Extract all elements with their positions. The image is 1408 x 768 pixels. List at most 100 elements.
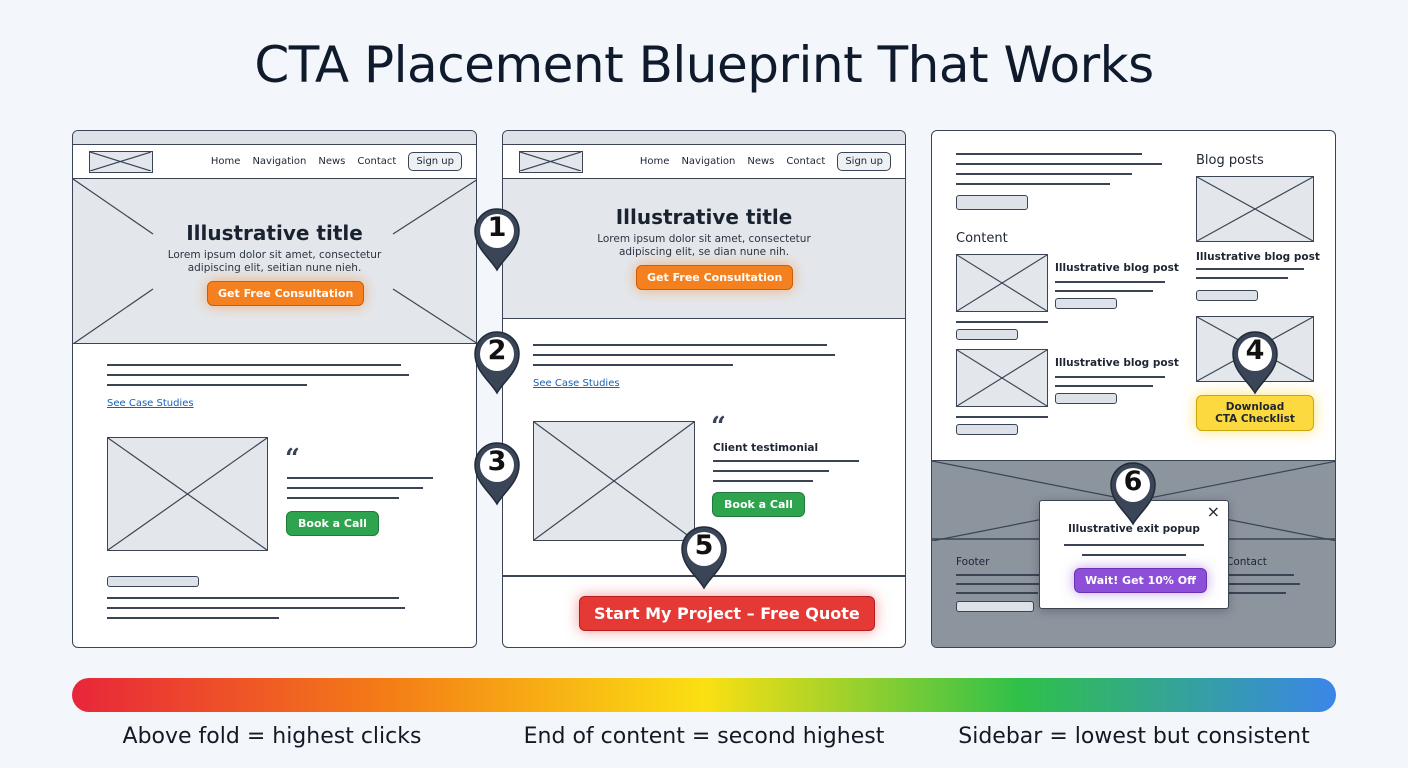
text-pill (956, 601, 1034, 612)
caption-sidebar: Sidebar = lowest but consistent (958, 724, 1310, 749)
text-line (956, 153, 1142, 155)
blog-image-placeholder (956, 349, 1048, 407)
text-line (287, 497, 399, 499)
text-pill (107, 576, 199, 587)
click-rate-gradient-bar (72, 678, 1336, 712)
marker-pin-1: 1 (472, 206, 522, 272)
text-line (713, 460, 859, 462)
map-pin-icon (474, 208, 520, 272)
nav-contact[interactable]: Contact (357, 156, 397, 167)
blog-posts-heading: Blog posts (1196, 153, 1264, 168)
hero-section: Illustrative title Lorem ipsum dolor sit… (73, 179, 476, 344)
hero-text-1: Lorem ipsum dolor sit amet, consectetur (597, 233, 811, 245)
blog-post-title[interactable]: Illustrative blog post (1055, 357, 1179, 369)
text-line (107, 364, 401, 366)
text-line (956, 416, 1048, 418)
text-line (1055, 385, 1153, 387)
text-line (956, 321, 1048, 323)
map-pin-icon (1232, 331, 1278, 395)
popup-close-icon[interactable]: × (1206, 502, 1220, 521)
nav-navigation[interactable]: Navigation (681, 156, 736, 167)
text-line (107, 374, 409, 376)
text-line (956, 163, 1162, 165)
hero-text-1: Lorem ipsum dolor sit amet, consectetur (167, 249, 382, 261)
text-line (956, 583, 1052, 585)
text-line (107, 617, 279, 619)
text-line (1055, 281, 1165, 283)
text-line (287, 477, 433, 479)
footer-label: Footer (956, 556, 990, 568)
nav-contact[interactable]: Contact (786, 156, 826, 167)
map-pin-icon (474, 442, 520, 506)
popup-discount-button[interactable]: Wait! Get 10% Off (1074, 568, 1208, 593)
hero-text-2: adipiscing elit, se dian nune nih. (618, 246, 790, 258)
blog-image-placeholder (956, 254, 1048, 312)
nav-home[interactable]: Home (639, 156, 670, 167)
see-case-studies-link[interactable]: See Case Studies (107, 398, 194, 409)
browser-bar (73, 131, 476, 145)
text-line (956, 574, 1042, 576)
get-free-consultation-button[interactable]: Get Free Consultation (207, 281, 365, 306)
text-pill (956, 329, 1018, 340)
content-heading: Content (956, 231, 1008, 246)
sidebar-image-placeholder (1196, 176, 1314, 242)
caption-above-fold: Above fold = highest clicks (122, 724, 422, 749)
marker-pin-3: 3 (472, 440, 522, 506)
footer-contact-label: Contact (1226, 556, 1267, 568)
hero-text-2: adipiscing elit, seitian nune nieh. (187, 262, 362, 274)
logo-placeholder (89, 151, 153, 173)
get-free-consultation-button[interactable]: Get Free Consultation (636, 265, 794, 290)
page-title: CTA Placement Blueprint That Works (254, 36, 1154, 94)
wireframe-panel-above-fold: Home Navigation News Contact Sign up Ill… (72, 130, 477, 648)
hero-title: Illustrative title (186, 221, 363, 245)
start-project-button[interactable]: Start My Project – Free Quote (579, 596, 875, 631)
text-line (1226, 583, 1300, 585)
image-placeholder (107, 437, 268, 551)
nav-navigation[interactable]: Navigation (252, 156, 307, 167)
text-line (1226, 592, 1286, 594)
text-line (1082, 554, 1186, 556)
hero-section: Illustrative title Lorem ipsum dolor sit… (503, 179, 905, 319)
text-line (1055, 290, 1153, 292)
text-pill (956, 424, 1018, 435)
nav-news[interactable]: News (318, 156, 346, 167)
text-line (713, 470, 829, 472)
nav-news[interactable]: News (747, 156, 775, 167)
text-line (107, 607, 405, 609)
text-line (1226, 574, 1294, 576)
text-line (1055, 376, 1165, 378)
text-line (533, 364, 733, 366)
text-line (956, 173, 1132, 175)
text-line (107, 597, 399, 599)
marker-pin-5: 5 (679, 524, 729, 590)
logo-cross-icon (519, 151, 582, 172)
nav-bar: Home Navigation News Contact Sign up (503, 145, 905, 179)
map-pin-icon (681, 526, 727, 590)
signup-button[interactable]: Sign up (408, 152, 462, 171)
marker-pin-6: 6 (1108, 460, 1158, 526)
text-pill (1055, 298, 1117, 309)
blog-post-title[interactable]: Illustrative blog post (1055, 262, 1179, 274)
browser-bar (503, 131, 905, 145)
text-line (713, 480, 813, 482)
sidebar-blog-post-title[interactable]: Illustrative blog post (1196, 251, 1320, 263)
hero-title: Illustrative title (615, 205, 793, 229)
hero-cross-lines (73, 179, 476, 344)
nav-bar: Home Navigation News Contact Sign up (73, 145, 476, 179)
testimonial-label: Client testimonial (713, 442, 819, 454)
logo-placeholder (519, 151, 583, 173)
text-line (533, 354, 835, 356)
text-line (107, 384, 307, 386)
wireframe-panel-sidebar: Content Illustrative blog post Illustrat… (931, 130, 1336, 648)
book-a-call-button[interactable]: Book a Call (712, 492, 805, 517)
book-a-call-button[interactable]: Book a Call (286, 511, 379, 536)
popup-title: Illustrative exit popup (1068, 523, 1200, 535)
text-line (1064, 544, 1204, 546)
caption-end-of-content: End of content = second highest (523, 724, 885, 749)
nav-home[interactable]: Home (210, 156, 241, 167)
see-case-studies-link[interactable]: See Case Studies (533, 378, 620, 389)
download-checklist-button[interactable]: Download CTA Checklist (1196, 395, 1314, 431)
marker-pin-2: 2 (472, 329, 522, 395)
signup-button[interactable]: Sign up (837, 152, 891, 171)
quote-icon: “ (285, 444, 300, 474)
